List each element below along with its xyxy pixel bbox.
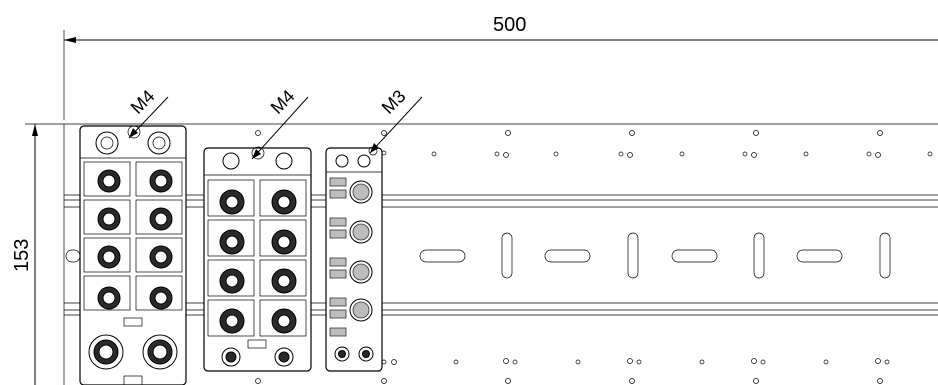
- callout-left-label: M4: [127, 86, 159, 118]
- module-right-ports: [329, 177, 373, 337]
- width-dimension: 500: [63, 14, 938, 120]
- module-right: [325, 146, 383, 372]
- width-dimension-label: 500: [493, 14, 526, 36]
- din-rail: [63, 124, 938, 385]
- height-dimension: 153: [11, 123, 938, 385]
- module-middle-ports: [207, 179, 307, 337]
- callout-right: M3: [369, 86, 423, 154]
- module-left-ports: [83, 161, 183, 311]
- height-dimension-label: 153: [11, 239, 33, 272]
- callout-right-label: M3: [378, 86, 410, 118]
- module-left: [79, 125, 187, 385]
- module-middle: [203, 146, 312, 372]
